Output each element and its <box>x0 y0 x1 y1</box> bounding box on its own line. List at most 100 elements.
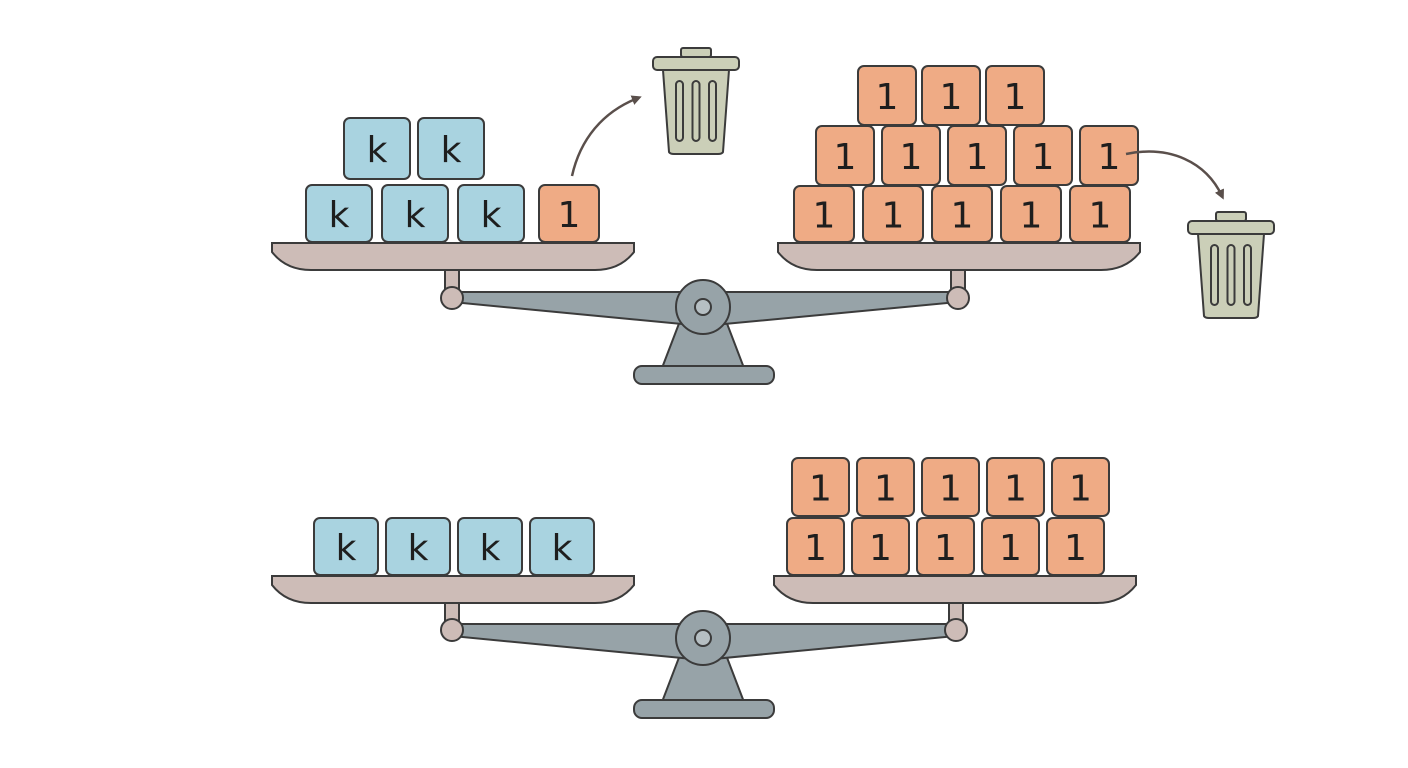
tile-label: 1 <box>558 195 581 236</box>
k-tile: k <box>457 184 525 243</box>
tile-box <box>1013 125 1073 186</box>
tile-label: k <box>336 528 357 569</box>
tile-label: 1 <box>1064 528 1087 569</box>
tile-box <box>457 517 523 576</box>
tile-box <box>381 184 449 243</box>
left-pan-one-tile: 1 <box>538 184 600 243</box>
k-tile: k <box>417 117 485 180</box>
curved-arrow-icon <box>570 95 642 177</box>
tile-label: 1 <box>939 469 962 510</box>
scale-pivot <box>675 279 731 335</box>
tile-label: 1 <box>1089 196 1112 237</box>
one-tile: 1 <box>921 457 980 517</box>
k-tile: k <box>313 517 379 576</box>
tile-box <box>921 457 980 517</box>
scale-pivot <box>675 610 731 666</box>
tile-box <box>1051 457 1110 517</box>
tile-box <box>851 517 910 576</box>
tile-box <box>529 517 595 576</box>
tile-label: 1 <box>999 528 1022 569</box>
tile-label: 1 <box>813 196 836 237</box>
tile-label: 1 <box>834 137 857 178</box>
k-tile: k <box>381 184 449 243</box>
tile-label: 1 <box>1004 77 1027 118</box>
left-pan-post <box>440 269 464 310</box>
tile-label: 1 <box>951 196 974 237</box>
curved-arrow-icon <box>1125 150 1224 200</box>
one-tile: 1 <box>1013 125 1073 186</box>
k-tile: k <box>529 517 595 576</box>
tile-box <box>815 125 875 186</box>
right-pan <box>773 575 1137 604</box>
one-tile: 1 <box>815 125 875 186</box>
one-tile: 1 <box>981 517 1040 576</box>
tile-box <box>385 517 451 576</box>
right-pan-post <box>944 602 968 642</box>
tile-label: 1 <box>1004 469 1027 510</box>
trash-can-icon <box>1187 211 1275 319</box>
one-tile: 1 <box>856 457 915 517</box>
k-tile: k <box>305 184 373 243</box>
tile-label: 1 <box>940 77 963 118</box>
tile-label: 1 <box>804 528 827 569</box>
one-tile: 1 <box>1051 457 1110 517</box>
one-tile: 1 <box>857 65 917 126</box>
tile-label: k <box>408 528 429 569</box>
left-pan <box>271 242 635 271</box>
tile-label: k <box>441 130 462 171</box>
tile-label: 1 <box>934 528 957 569</box>
one-tile: 1 <box>1069 185 1131 243</box>
tile-label: 1 <box>876 77 899 118</box>
one-tile: 1 <box>791 457 850 517</box>
tile-box <box>857 65 917 126</box>
tile-box <box>343 117 411 180</box>
one-tile: 1 <box>916 517 975 576</box>
k-tile: k <box>343 117 411 180</box>
tile-label: 1 <box>900 137 923 178</box>
tile-box <box>916 517 975 576</box>
tile-label: 1 <box>882 196 905 237</box>
tile-label: 1 <box>1032 137 1055 178</box>
tile-label: k <box>405 195 426 236</box>
one-tile: 1 <box>1046 517 1105 576</box>
one-tile: 1 <box>851 517 910 576</box>
tile-box <box>791 457 850 517</box>
k-tile: k <box>385 517 451 576</box>
right-pan-post <box>946 269 970 310</box>
one-tile: 1 <box>921 65 981 126</box>
one-tile: 1 <box>931 185 993 243</box>
right-pan <box>777 242 1141 271</box>
tile-box <box>881 125 941 186</box>
one-tile: 1 <box>881 125 941 186</box>
tile-box <box>1046 517 1105 576</box>
one-tile: 1 <box>1000 185 1062 243</box>
tile-box <box>313 517 379 576</box>
tile-label: 1 <box>1098 137 1121 178</box>
tile-box <box>417 117 485 180</box>
one-tile: 1 <box>862 185 924 243</box>
tile-label: 1 <box>809 469 832 510</box>
tile-label: 1 <box>1020 196 1043 237</box>
tile-label: 1 <box>874 469 897 510</box>
k-tile: k <box>457 517 523 576</box>
tile-label: k <box>552 528 573 569</box>
tile-box <box>947 125 1007 186</box>
tile-box <box>985 65 1045 126</box>
one-tile: 1 <box>986 457 1045 517</box>
tile-label: k <box>481 195 502 236</box>
trash-can-icon <box>652 47 740 155</box>
tile-box <box>1079 125 1139 186</box>
tile-box <box>538 184 600 243</box>
tile-label: k <box>329 195 350 236</box>
one-tile: 1 <box>793 185 855 243</box>
left-pan-post <box>440 602 464 642</box>
tile-label: 1 <box>966 137 989 178</box>
tile-box <box>856 457 915 517</box>
tile-box <box>986 457 1045 517</box>
tile-label: 1 <box>1069 469 1092 510</box>
